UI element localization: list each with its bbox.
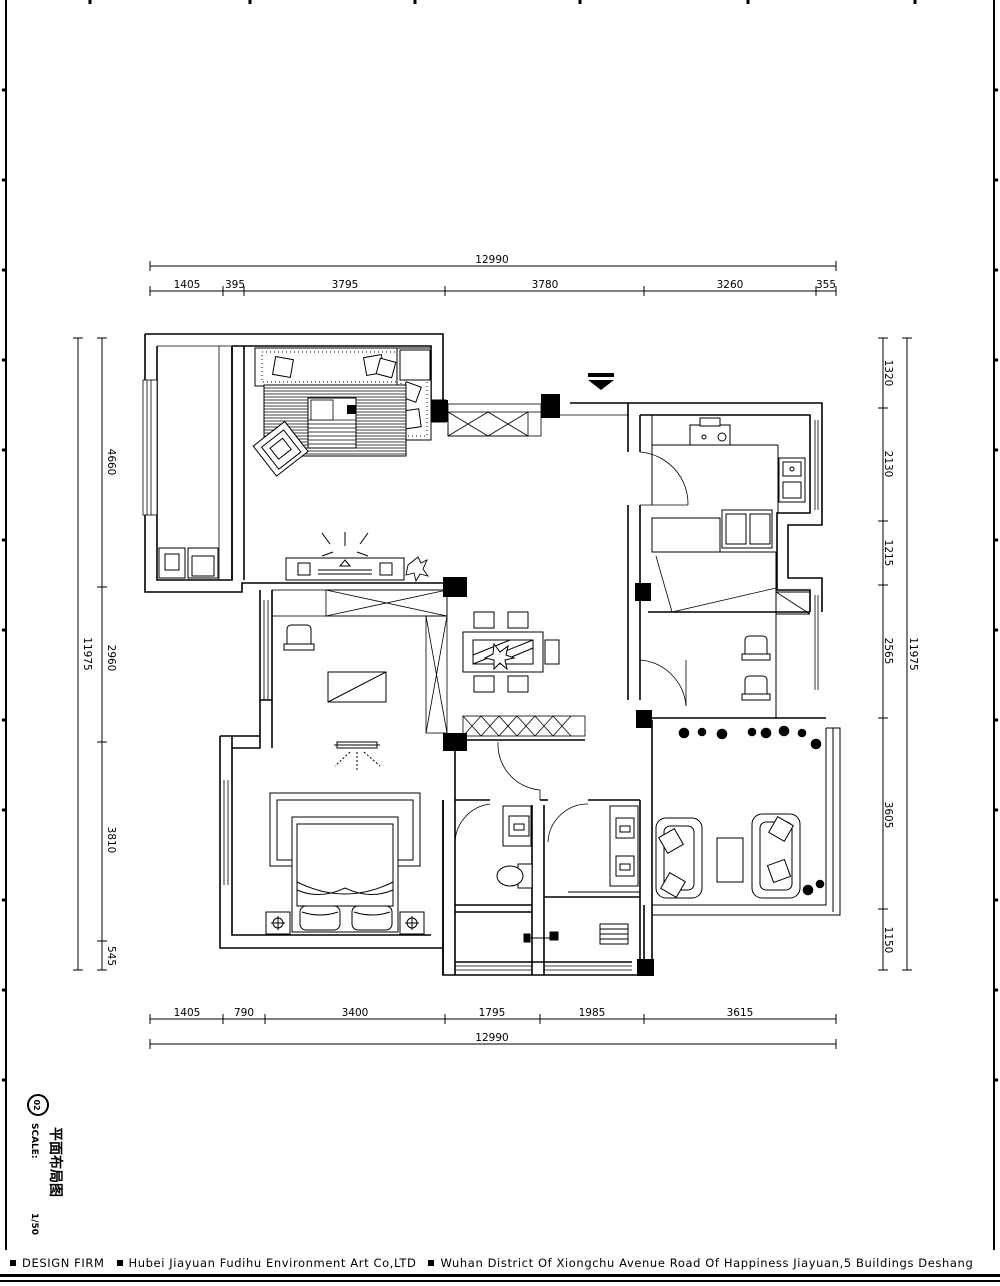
right-total-dimension: 11975 [907,637,919,670]
bottom-dimension-2: 790 [234,1007,254,1019]
kitchen-counter [651,415,806,513]
bedroom-wardrobe [327,671,387,703]
right-dimension-1: 1320 [882,360,894,387]
frame-bottom-line [0,1274,1000,1277]
storage-room [651,517,811,718]
plant-row [678,725,825,896]
plan-label: 02 平面布局图 SCALE: 1/50 [27,1094,64,1235]
right-dimension-6: 1150 [882,927,894,954]
bottom-dimension-5: 1985 [579,1007,606,1019]
sunroom-coffee-table [716,837,744,883]
sheet-frame [2,0,998,1250]
interior-walls [231,346,826,975]
balcony-window [142,345,232,580]
plant-icon [405,556,430,583]
bottom-dimension-4: 1795 [479,1007,506,1019]
entrance-marker [560,373,628,416]
tv-light-rays [321,532,369,557]
living-room-armchair [252,420,309,477]
right-dimension-lines [878,337,912,971]
plan-number: 02 [32,1099,41,1110]
top-dimension-6: 355 [816,279,836,291]
top-dimension-2: 395 [225,279,245,291]
dining-chairs [473,611,560,693]
bed [269,792,421,933]
bullet-marker [116,1260,123,1266]
design-firm-label: DESIGN FIRM [22,1256,105,1270]
bathroom-door-arcs [454,741,589,843]
left-dimension-2: 2960 [105,645,117,672]
bottom-windows [223,420,819,971]
bottom-dimension-3: 3400 [342,1007,369,1019]
nightstands [265,911,425,935]
kitchen-appliance [721,509,773,549]
top-total-dimension: 12990 [475,254,508,266]
firm-address: Wuhan District Of Xiongchu Avenue Road O… [440,1256,974,1270]
bedroom-desk-chair [283,624,315,651]
bed-pillows [299,905,393,931]
right-dimension-4: 2565 [882,638,894,665]
structural-columns [430,394,654,976]
scale-value: 1/50 [29,1213,39,1235]
dining-cabinet [271,589,448,734]
dining-centerpiece [483,642,516,671]
left-dimension-4: 545 [105,946,117,966]
right-dimension-3: 1215 [882,540,894,567]
bullet-marker [428,1260,435,1266]
bottom-dimension-lines [149,1014,837,1049]
bullet-marker [10,1260,16,1266]
study-chairs [741,635,771,701]
dining-sideboard [462,715,586,741]
frame-bottom-line-2 [0,1280,1000,1282]
bottom-total-dimension: 12990 [475,1032,508,1044]
bottom-dimension-1: 1405 [174,1007,201,1019]
top-dimension-4: 3780 [532,279,559,291]
left-dimension-3: 3810 [105,827,117,854]
left-total-dimension: 11975 [81,637,93,670]
sunroom-sofa-left [655,817,703,899]
balcony-washer [158,547,219,579]
bathroom-2-fixtures [568,805,640,893]
bottom-dimension-6: 3615 [727,1007,754,1019]
scale-label: SCALE: [29,1123,39,1159]
laundry-fixtures [523,923,629,945]
ceiling-light [334,741,381,770]
right-dimension-5: 3605 [882,802,894,829]
entry-cabinet [447,403,542,437]
plan-title: 平面布局图 [47,1127,64,1197]
kitchen-door-arc [639,451,689,506]
sunroom-frame [652,727,841,916]
right-dimension-2: 2130 [882,451,894,478]
top-dimension-lines [149,261,837,296]
study-door-arc [639,659,687,707]
bathroom-1-fixtures [496,805,533,889]
top-dimension-5: 3260 [717,279,744,291]
top-dimension-3: 3795 [332,279,359,291]
left-dimension-lines [73,337,107,971]
title-block: DESIGN FIRM Hubei Jiayuan Fudihu Environm… [4,1254,996,1272]
living-room-rug [263,384,407,457]
top-dimension-1: 1405 [174,279,201,291]
left-dimension-1: 4660 [105,449,117,476]
firm-name: Hubei Jiayuan Fudihu Environment Art Co,… [128,1256,417,1270]
sunroom-sofa-right [751,813,801,899]
tv-cabinet [285,557,405,581]
